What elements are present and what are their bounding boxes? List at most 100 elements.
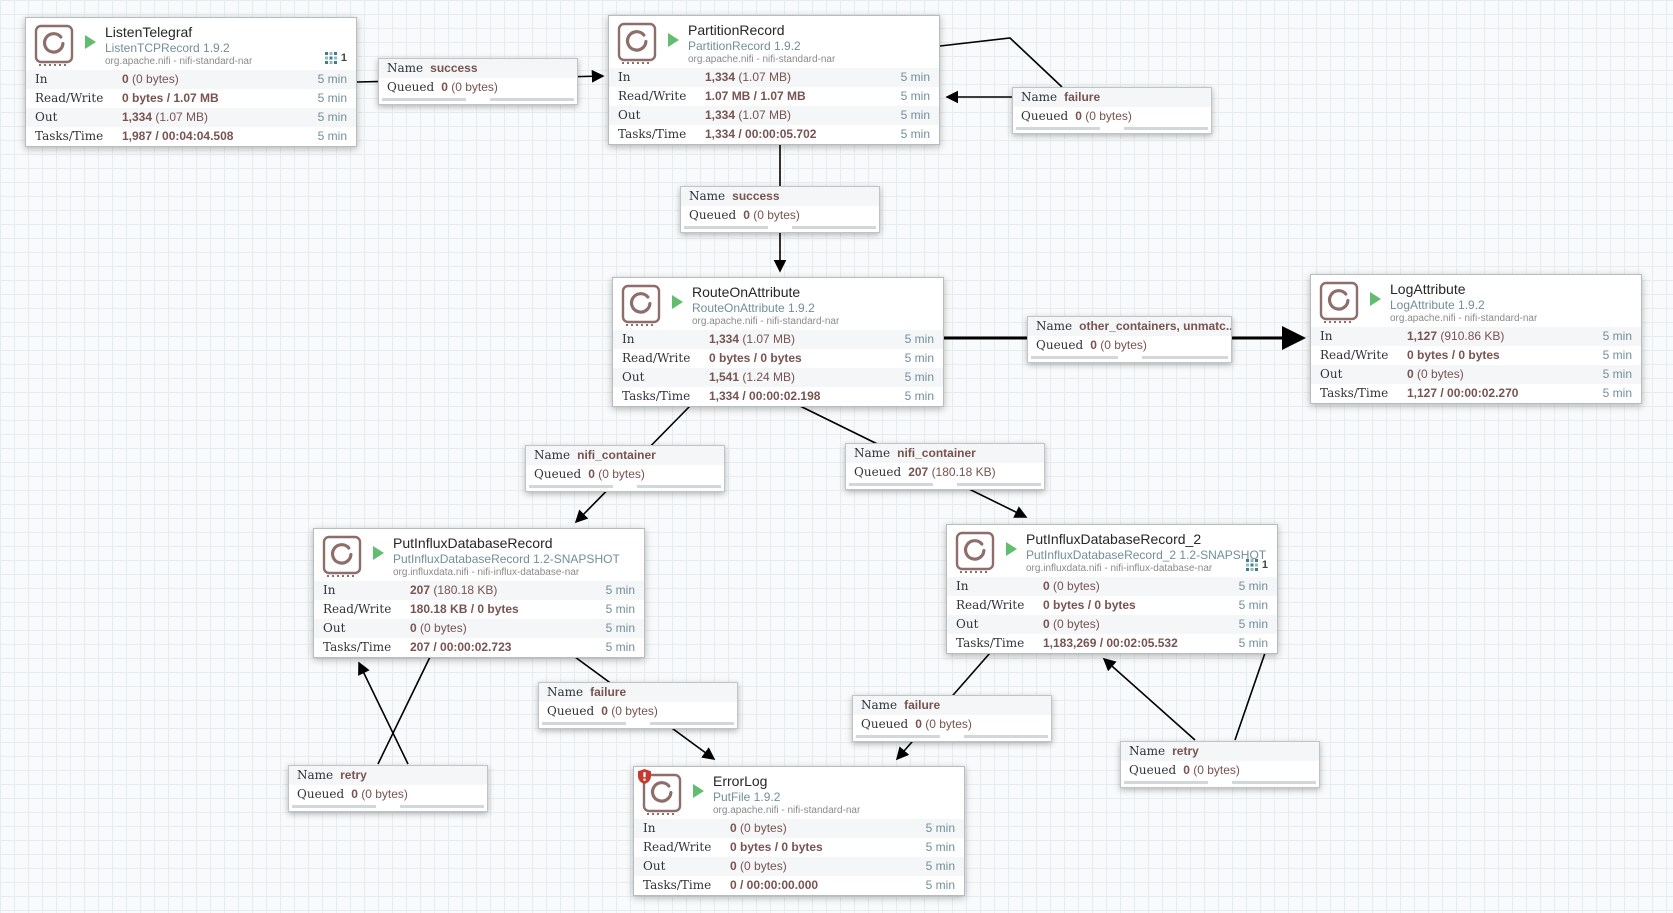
processor-partitionrecord[interactable]: PartitionRecord PartitionRecord 1.9.2 or… [608,15,940,145]
backpressure-bars [526,484,724,491]
processor-type: RouteOnAttribute 1.9.2 [692,301,815,315]
processor-header: RouteOnAttribute RouteOnAttribute 1.9.2 … [613,278,943,330]
processor-routeonattribute[interactable]: RouteOnAttribute RouteOnAttribute 1.9.2 … [612,277,944,407]
processor-name: PartitionRecord [688,22,785,38]
connection-name: other_containers, unmatc... [1079,319,1231,333]
processor-header: PartitionRecord PartitionRecord 1.9.2 or… [609,16,939,68]
processor-bundle: org.apache.nifi - nifi-standard-nar [713,805,861,816]
processor-header: PutInfluxDatabaseRecord PutInfluxDatabas… [314,529,644,581]
processor-bundle: org.influxdata.nifi - nifi-influx-databa… [393,567,580,578]
running-status-icon [672,295,683,309]
running-status-icon [693,784,704,798]
processor-bundle: org.apache.nifi - nifi-standard-nar [1390,313,1538,324]
running-status-icon [373,546,384,560]
grid-icon [324,52,337,64]
processor-type: PutInfluxDatabaseRecord 1.2-SNAPSHOT [393,552,620,566]
grid-icon [1245,559,1258,571]
processor-name: RouteOnAttribute [692,284,801,300]
processor-type: PutFile 1.9.2 [713,790,781,804]
processor-header: LogAttribute LogAttribute 1.9.2 org.apac… [1311,275,1641,327]
processor-icon [638,769,682,815]
backpressure-bars [379,97,577,104]
connection-name: retry [340,768,367,782]
backpressure-bars [289,804,487,811]
processor-name: PutInfluxDatabaseRecord_2 [1026,531,1202,547]
connection-name: failure [1064,90,1101,104]
processor-icon [955,531,995,573]
node-count-badge: 1 [324,52,347,64]
processor-type: LogAttribute 1.9.2 [1390,298,1485,312]
processor-icon [621,284,661,326]
processor-name: LogAttribute [1390,281,1466,297]
connection-name: retry [1172,744,1199,758]
processor-header: PutInfluxDatabaseRecord_2 PutInfluxDatab… [947,525,1277,577]
running-status-icon [85,35,96,49]
processor-type: PartitionRecord 1.9.2 [688,39,801,53]
backpressure-bars [1028,355,1231,362]
backpressure-bars [681,225,879,232]
connection-name: success [430,61,478,75]
processor-bundle: org.influxdata.nifi - nifi-influx-databa… [1026,563,1213,574]
processor-errorlog[interactable]: ErrorLog PutFile 1.9.2 org.apache.nifi -… [633,766,965,896]
running-status-icon [1006,542,1017,556]
processor-bundle: org.apache.nifi - nifi-standard-nar [688,54,836,65]
connection-name: success [732,189,780,203]
processor-header: ErrorLog PutFile 1.9.2 org.apache.nifi -… [634,767,964,819]
processor-listentelegraf[interactable]: ListenTelegraf ListenTCPRecord 1.9.2 org… [25,17,357,147]
processor-bundle: org.apache.nifi - nifi-standard-nar [105,56,253,67]
connection-name: nifi_container [897,446,976,460]
processor-type: ListenTCPRecord 1.9.2 [105,41,230,55]
processor-name: PutInfluxDatabaseRecord [393,535,553,551]
processor-name: ListenTelegraf [105,24,193,40]
backpressure-bars [539,721,737,728]
processor-bundle: org.apache.nifi - nifi-standard-nar [692,316,840,327]
node-count-badge: 1 [1245,559,1268,571]
node-count: 1 [340,52,347,64]
processor-header: ListenTelegraf ListenTCPRecord 1.9.2 org… [26,18,356,70]
backpressure-bars [846,482,1044,489]
restricted-shield-icon [638,769,651,784]
backpressure-bars [1013,126,1211,133]
processor-putinfluxdatabaserecord-2[interactable]: PutInfluxDatabaseRecord_2 PutInfluxDatab… [946,524,1278,654]
processor-icon [322,535,362,577]
connection-name: failure [904,698,941,712]
processor-icon [34,24,74,66]
processor-logattribute[interactable]: LogAttribute LogAttribute 1.9.2 org.apac… [1310,274,1642,404]
processor-putinfluxdatabaserecord[interactable]: PutInfluxDatabaseRecord PutInfluxDatabas… [313,528,645,658]
node-count: 1 [1261,559,1268,571]
connection-name: failure [590,685,627,699]
